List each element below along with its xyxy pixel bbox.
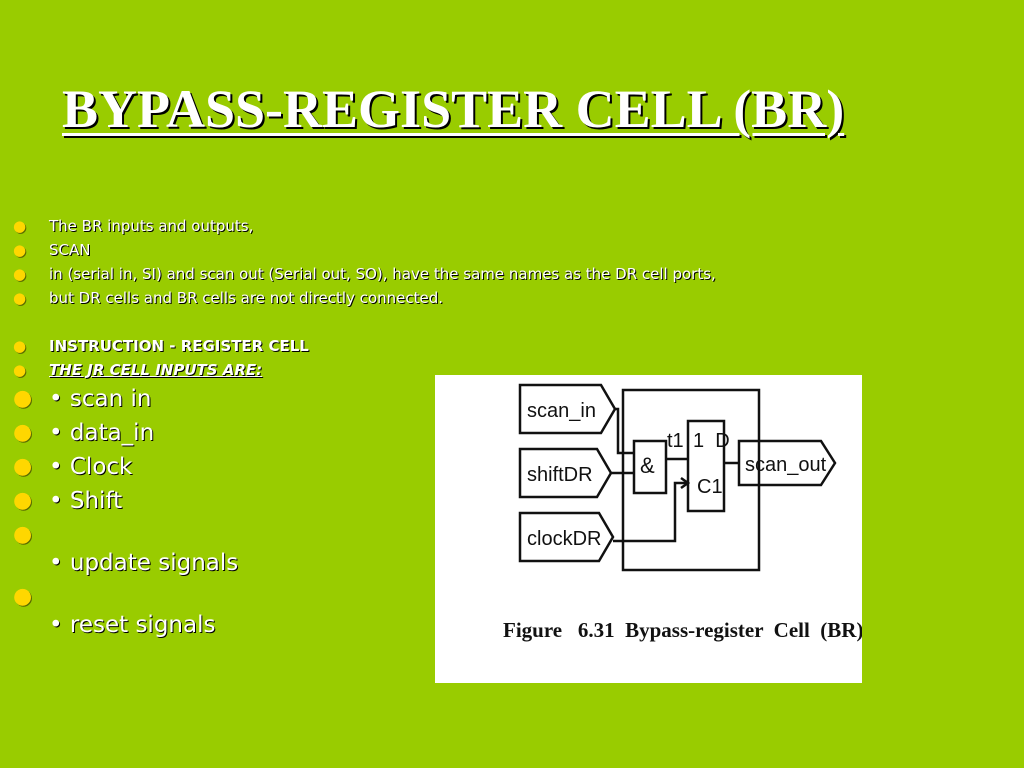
- cell-boundary: [621, 388, 761, 572]
- input-scan-in-shape: [518, 383, 617, 435]
- and-gate: [632, 439, 668, 495]
- bullet-dot-icon: ●: [13, 454, 33, 479]
- input-clockdr-shape: [518, 511, 615, 563]
- flip-flop: [686, 419, 726, 513]
- bullet-dot-icon: ●: [13, 488, 33, 513]
- bullet-dot-icon: ●: [13, 361, 27, 379]
- bullet-text: • reset signals: [49, 612, 216, 638]
- label-t1: t1: [667, 430, 684, 452]
- label-shiftdr: shiftDR: [527, 464, 593, 486]
- bullet-text: SCAN: [49, 241, 91, 259]
- slide-title: BYPASS-REGISTER CELL (BR): [62, 79, 845, 139]
- bullet-text: • Clock: [49, 454, 133, 480]
- label-ff-d: 1 D: [693, 430, 730, 452]
- wire-scan-in: [615, 407, 634, 455]
- bullet-dot-icon: ●: [13, 386, 33, 411]
- bypass-register-figure: scan_in shiftDR clockDR & t1 1 D C1 scan…: [435, 375, 862, 683]
- clock-arrow-icon: [680, 476, 691, 490]
- bullet-dot-icon: ●: [13, 584, 33, 609]
- bullet-text: • data_in: [49, 420, 155, 446]
- bullet-text: but DR cells and BR cells are not direct…: [49, 289, 444, 307]
- label-scan-out: scan_out: [745, 454, 827, 476]
- bullet-text: in (serial in, SI) and scan out (Serial …: [49, 265, 716, 283]
- instruction-heading: INSTRUCTION - REGISTER CELL: [49, 337, 309, 355]
- output-scan-out-shape: [737, 439, 837, 487]
- bullet-text: • update signals: [49, 550, 239, 576]
- label-and-gate: &: [640, 453, 655, 478]
- bullet-dot-icon: ●: [13, 420, 33, 445]
- inputs-heading: THE JR CELL INPUTS ARE:: [49, 361, 263, 379]
- bullet-dot-icon: ●: [13, 217, 27, 235]
- circuit-diagram: scan_in shiftDR clockDR & t1 1 D C1 scan…: [503, 383, 862, 642]
- bullet-text: The BR inputs and outputs,: [49, 217, 254, 235]
- wire-clockdr: [613, 481, 688, 543]
- figure-caption: Figure 6.31 Bypass-register Cell (BR): [503, 618, 862, 642]
- input-shiftdr-shape: [518, 447, 613, 499]
- label-scan-in: scan_in: [527, 400, 596, 422]
- bullet-text: • Shift: [49, 488, 123, 514]
- label-clockdr: clockDR: [527, 528, 601, 550]
- bullet-dot-icon: ●: [13, 289, 27, 307]
- bullet-dot-icon: ●: [13, 265, 27, 283]
- bullet-dot-icon: ●: [13, 522, 33, 547]
- bullet-text: • scan in: [49, 386, 152, 412]
- bullet-dot-icon: ●: [13, 241, 27, 259]
- label-ff-c1: C1: [697, 476, 723, 498]
- bullet-dot-icon: ●: [13, 337, 27, 355]
